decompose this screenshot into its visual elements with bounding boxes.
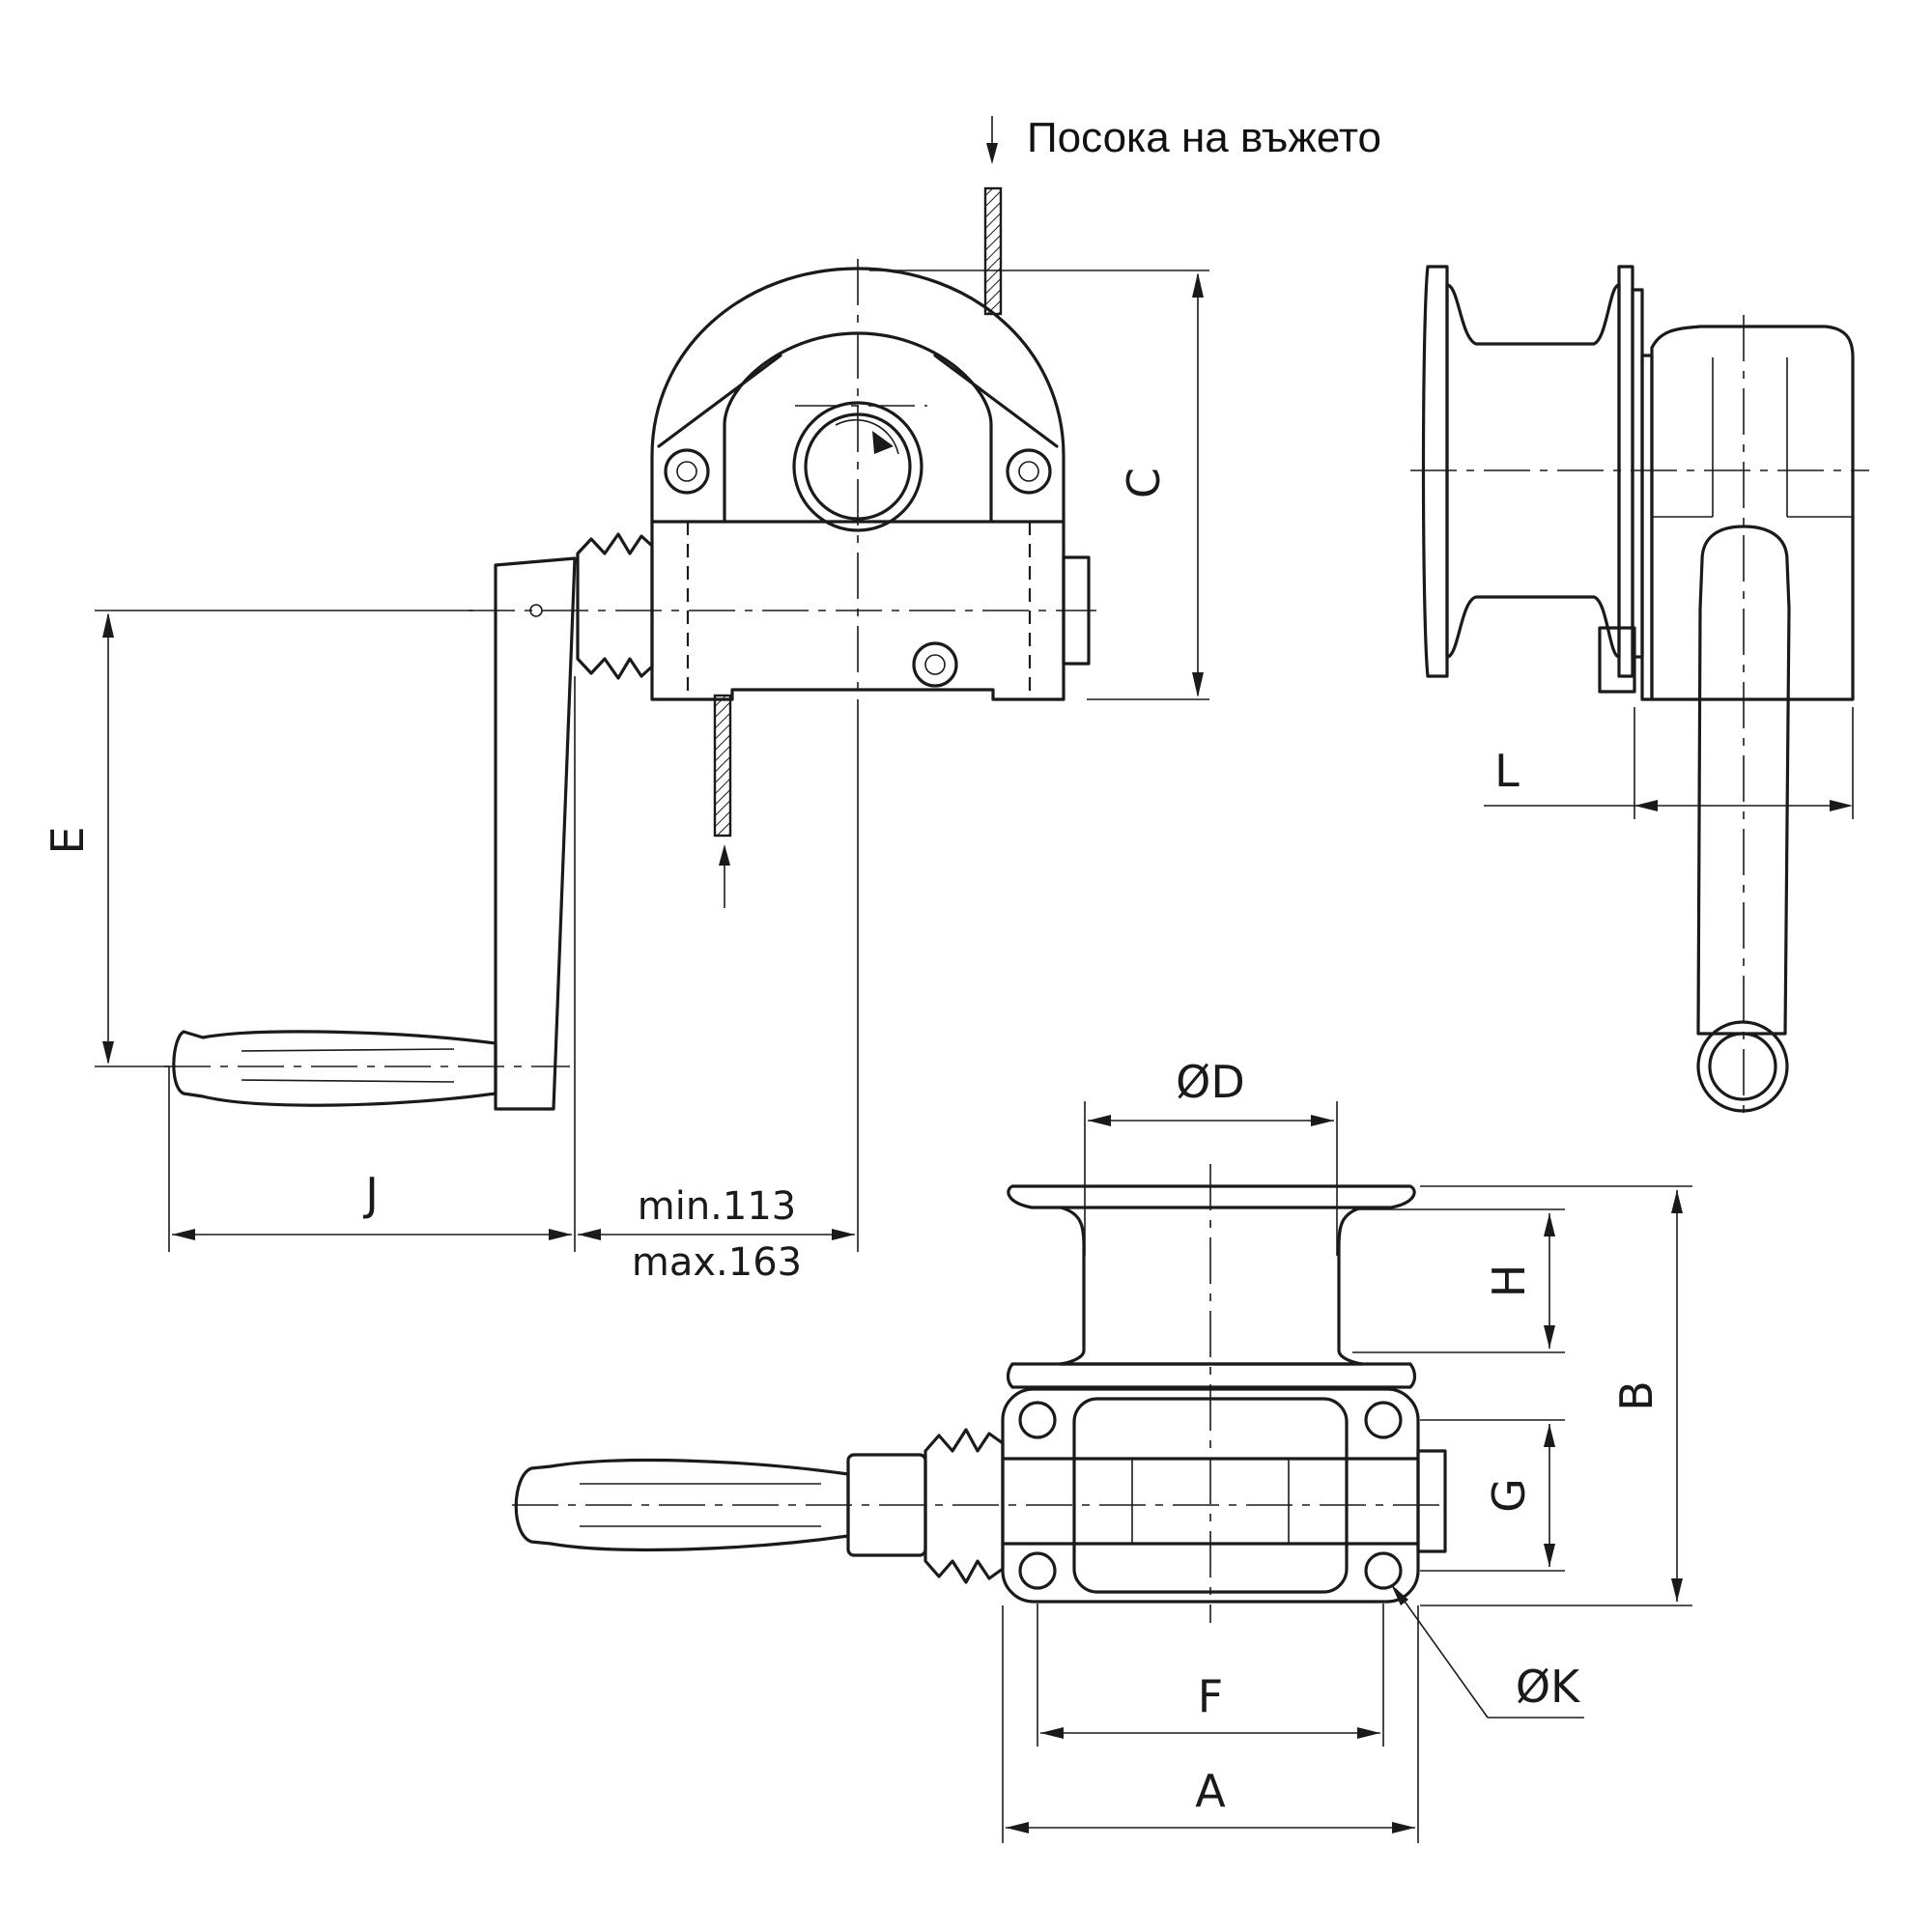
rope-direction-arrow-icon xyxy=(986,143,998,164)
side-handle-end-inner xyxy=(1708,1032,1777,1101)
winch-housing-outline xyxy=(650,267,1065,701)
dim-j-arrow-left-icon xyxy=(172,1229,195,1240)
dim-f-arrow-left-icon xyxy=(1040,1727,1064,1739)
side-housing-plate xyxy=(1640,354,1654,701)
dim-offset-max-label: max.163 xyxy=(632,1240,802,1285)
mount-hole-bl xyxy=(1018,1551,1057,1590)
dim-e-arrow-bottom-icon xyxy=(102,1041,114,1065)
dim-k: ØK xyxy=(1391,1584,1584,1719)
dim-j-label: J xyxy=(362,1168,379,1220)
dim-d-label: ØD xyxy=(1176,1056,1245,1108)
side-drum-flange-right xyxy=(1617,265,1634,678)
top-drum-flange-bottom xyxy=(1006,1362,1417,1389)
side-handle-end-outer xyxy=(1696,1020,1789,1113)
front-view xyxy=(164,186,1096,1111)
dim-h-arrow-bottom-icon xyxy=(1544,1325,1555,1349)
dim-l-arrow-left-icon xyxy=(1634,800,1658,811)
mount-hole-tl xyxy=(1018,1401,1057,1439)
bolt-left xyxy=(664,448,710,495)
drum-shaft-outer xyxy=(792,401,923,532)
bolt-bottom xyxy=(912,641,958,688)
rope-top-section xyxy=(983,186,1003,316)
bolt-bottom-head-icon xyxy=(924,654,946,675)
dim-g-arrow-top-icon xyxy=(1544,1424,1555,1447)
top-drum-body xyxy=(1059,1206,1364,1366)
top-drum-flange xyxy=(1007,1184,1416,1209)
dim-offset-arrow-left-icon xyxy=(578,1229,601,1240)
rope-direction-indicator: Посока на въжето xyxy=(986,114,1381,164)
dim-a-arrow-left-icon xyxy=(1006,1822,1029,1833)
top-view xyxy=(512,1164,1449,1623)
dim-k-leader xyxy=(1395,1588,1489,1719)
dim-a-arrow-right-icon xyxy=(1392,1822,1415,1833)
dim-h: H xyxy=(1352,1208,1565,1353)
dim-g-arrow-bottom-icon xyxy=(1544,1544,1555,1567)
dim-d: ØD xyxy=(1084,1056,1338,1256)
mount-hole-br xyxy=(1364,1551,1403,1590)
dim-offset-arrow-right-icon xyxy=(832,1229,855,1240)
rotation-arrow-icon xyxy=(872,431,894,454)
dim-h-label: H xyxy=(1483,1264,1535,1298)
dim-e-label: E xyxy=(42,826,94,854)
dim-e-arrow-top-icon xyxy=(102,612,114,638)
grip-ridge-2 xyxy=(241,1079,455,1083)
dim-c-arrow-bottom-icon xyxy=(1192,672,1204,697)
dim-l: L xyxy=(1484,707,1854,819)
dim-k-arrow-icon xyxy=(1391,1584,1408,1605)
dim-g: G xyxy=(1420,1419,1565,1572)
dim-b-arrow-bottom-icon xyxy=(1671,1578,1683,1602)
side-drum-flange-left xyxy=(1421,265,1449,678)
crank-arm xyxy=(494,556,577,1111)
dim-f: F xyxy=(1037,1604,1384,1747)
bolt-left-head-icon xyxy=(676,461,697,482)
rope-lower-arrow-icon xyxy=(719,844,730,866)
dim-l-arrow-right-icon xyxy=(1830,800,1853,811)
rope-bottom-section xyxy=(713,694,732,838)
rotation-arrow-arc xyxy=(835,418,899,455)
brake-spring xyxy=(576,532,654,680)
side-brake-stub xyxy=(1598,626,1636,694)
crank-handle-grip xyxy=(172,1030,497,1107)
housing-rib-right xyxy=(933,354,1059,448)
dim-h-arrow-top-icon xyxy=(1544,1213,1555,1236)
dim-c-arrow-top-icon xyxy=(1192,272,1204,298)
dim-b: B xyxy=(1420,1185,1692,1606)
dim-j: J min.113 max.163 xyxy=(168,676,859,1285)
top-brake-spring xyxy=(923,1428,1005,1584)
dim-f-label: F xyxy=(1198,1670,1223,1722)
bolt-right-head-icon xyxy=(1018,461,1039,482)
side-crank-arm xyxy=(1696,525,1791,1036)
dim-a-label: A xyxy=(1195,1765,1226,1817)
dim-b-arrow-top-icon xyxy=(1671,1190,1683,1213)
side-view xyxy=(1410,265,1869,1121)
grip-ridge-1 xyxy=(241,1048,455,1052)
dim-k-label: ØK xyxy=(1516,1661,1581,1713)
dim-l-label: L xyxy=(1494,745,1520,797)
dim-d-arrow-left-icon xyxy=(1088,1115,1111,1126)
dim-d-arrow-right-icon xyxy=(1311,1115,1334,1126)
dim-c: C xyxy=(869,270,1209,700)
top-side-boss xyxy=(1416,1449,1447,1553)
side-housing xyxy=(1650,325,1855,701)
dim-c-label: C xyxy=(1118,468,1170,498)
dim-j-arrow-right-icon xyxy=(549,1229,572,1240)
dim-e: E xyxy=(42,610,473,1067)
bolt-right xyxy=(1006,448,1052,495)
dim-a: A xyxy=(1002,1605,1419,1843)
top-handle-grip xyxy=(514,1458,850,1552)
dim-f-arrow-right-icon xyxy=(1357,1727,1380,1739)
housing-rib-left xyxy=(657,354,782,448)
dim-g-label: G xyxy=(1483,1478,1535,1513)
mount-hole-tr xyxy=(1364,1401,1403,1439)
rope-direction-label: Посока на въжето xyxy=(1027,114,1381,161)
dim-offset-min-label: min.113 xyxy=(638,1184,797,1229)
dim-b-label: B xyxy=(1610,1380,1662,1411)
